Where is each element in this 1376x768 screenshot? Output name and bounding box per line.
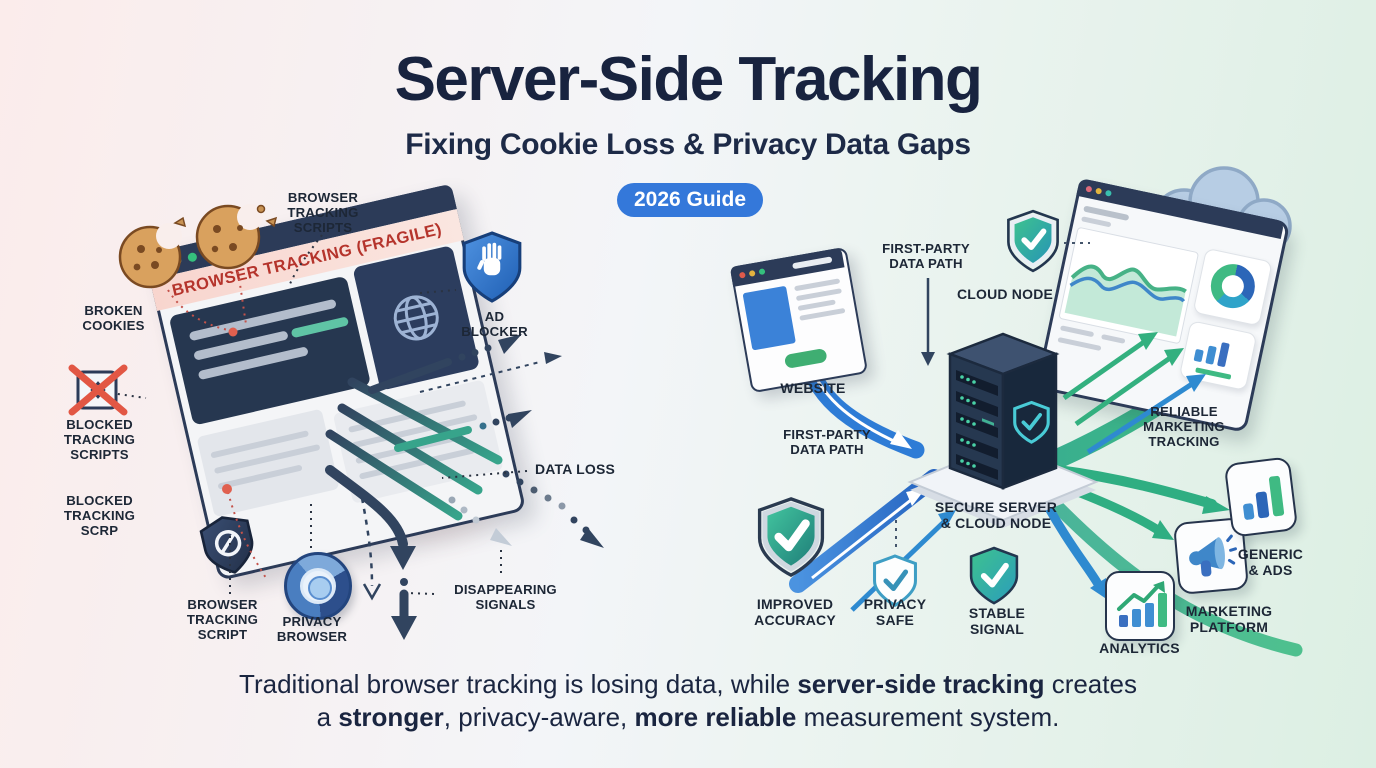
label-browser-tracking-script: BROWSER TRACKING SCRIPT	[186, 597, 259, 643]
label-reliable-marketing-tracking: RELIABLE MARKETING TRACKING	[1143, 404, 1225, 450]
donut-chart-card	[1192, 247, 1273, 327]
footer-text: Traditional browser tracking is losing d…	[0, 668, 1376, 735]
stable-signal-shield-icon	[969, 546, 1019, 605]
page-subtitle: Fixing Cookie Loss & Privacy Data Gaps	[405, 128, 971, 161]
footer-seg: a	[316, 702, 339, 733]
label-privacy-safe: PRIVACY SAFE	[863, 596, 927, 628]
page-title: Server-Side Tracking	[394, 45, 983, 114]
footer-seg: creates	[1044, 669, 1137, 699]
dashboard-line-chart	[1058, 226, 1200, 345]
generic-ads-tile	[1223, 456, 1299, 538]
broken-cookies-icon	[118, 204, 278, 289]
label-first-party-bottom: FIRST-PARTY DATA PATH	[783, 427, 871, 458]
donut-chart-icon	[1206, 260, 1259, 313]
server-rack-slots	[956, 370, 998, 480]
privacy-browser-icon	[284, 552, 352, 620]
label-blocked-tracking-scripts: BLOCKED TRACKING SCRIPTS	[63, 417, 136, 463]
analytics-dashboard-window	[1035, 178, 1291, 434]
year-badge: 2026 Guide	[617, 183, 763, 217]
analytics-tile	[1105, 571, 1175, 641]
globe-icon	[393, 295, 439, 341]
label-generic-ads: GENERIC & ADS	[1237, 546, 1304, 578]
footer-seg: Traditional browser tracking is losing d…	[239, 669, 798, 699]
label-browser-tracking-scripts: BROWSER TRACKING SCRIPTS	[287, 190, 359, 236]
footer-seg: , privacy-aware,	[443, 702, 635, 733]
label-stable-signal: STABLE SIGNAL	[968, 605, 1026, 637]
label-improved-accuracy: IMPROVED ACCURACY	[754, 596, 836, 628]
window-side-panel	[352, 245, 481, 391]
label-disappearing-signals: DISAPPEARING SIGNALS	[454, 582, 557, 613]
label-first-party-top: FIRST-PARTY DATA PATH	[882, 241, 970, 272]
label-analytics: ANALYTICS	[1099, 640, 1180, 656]
ad-blocker-shield-icon	[462, 231, 522, 303]
footer-seg-bold: stronger	[338, 702, 444, 733]
label-broken-cookies: BROKEN COOKIES	[82, 303, 145, 334]
secure-server-icon	[907, 332, 1099, 528]
website-window	[729, 246, 869, 394]
ads-bars-icon	[1243, 475, 1285, 520]
label-website: WEBSITE	[780, 380, 846, 396]
label-blocked-tracking-scrp: BLOCKED TRACKING SCRP	[63, 493, 136, 539]
blocked-script-icon	[68, 364, 128, 416]
label-ad-blocker: AD BLOCKER	[461, 309, 528, 340]
label-privacy-browser: PRIVACY BROWSER	[276, 614, 348, 645]
footer-seg-bold: server-side tracking	[797, 669, 1045, 699]
stop-hand-icon	[477, 242, 502, 276]
line-chart-icon	[1064, 264, 1187, 337]
label-marketing-platform: MARKETING PLATFORM	[1185, 603, 1273, 635]
cloud-node-shield-icon	[1007, 209, 1059, 273]
improved-accuracy-shield-icon	[757, 497, 825, 578]
analytics-chart-icon	[1117, 581, 1167, 627]
label-secure-server-cloud-node: SECURE SERVER & CLOUD NODE	[934, 499, 1058, 531]
footer-seg-bold: more reliable	[634, 702, 797, 733]
footer-seg: measurement system.	[796, 702, 1060, 733]
label-cloud-node: CLOUD NODE	[956, 286, 1054, 302]
label-data-loss: DATA LOSS	[534, 461, 616, 477]
